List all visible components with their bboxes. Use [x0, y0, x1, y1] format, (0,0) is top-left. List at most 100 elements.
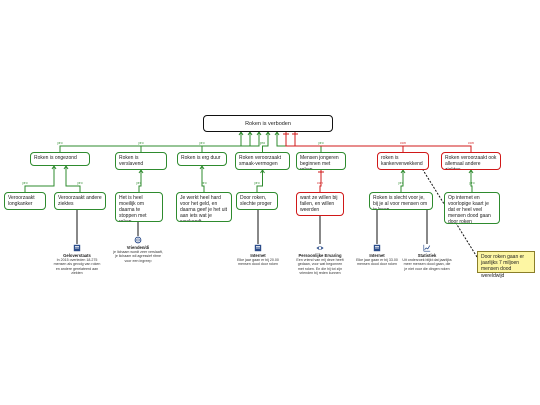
- root-node-claim[interactable]: Roken is verboden: [203, 115, 333, 132]
- argument-node-geld[interactable]: Je werkt heel hard voor het geld, en daa…: [176, 192, 232, 222]
- node-label: Roken is erg duur: [181, 155, 221, 161]
- pro-arrow-n4: [265, 131, 271, 136]
- connector-n6: [285, 132, 404, 152]
- connector-n7: [294, 132, 472, 152]
- source-title: Vrienden/di: [126, 245, 150, 250]
- source-title: Statistiek: [417, 253, 437, 258]
- pro-arrow-n1: [238, 131, 244, 136]
- argument-node-smaak[interactable]: Roken veroorzaakt smaak-vermogen: [235, 152, 290, 170]
- source-vrienden[interactable]: Vrienden/di je lichaam wordt zeer versla…: [113, 236, 163, 263]
- source-text: Uit onderzoek blijkt dat jaarlijks meer …: [402, 258, 452, 271]
- relation-tag: pro: [136, 181, 142, 185]
- pro-arrow-n71: [468, 169, 474, 174]
- connector-n12: [65, 166, 81, 192]
- pro-arrow-n5: [274, 131, 280, 136]
- pro-arrow-n2: [247, 131, 253, 136]
- argument-node-proger[interactable]: Door roken, slechte proger: [236, 192, 278, 210]
- source-text: je lichaam wordt zeer verslaaft, je lich…: [113, 250, 163, 263]
- argument-node-andere-ziektes[interactable]: Veroorzaakt andere ziektes: [54, 192, 106, 210]
- source-text: Elke jaar gaan er bij 33.00 mensen dood …: [356, 258, 398, 267]
- node-label: Roken is verslavend: [119, 155, 144, 167]
- relation-tag: pro: [398, 181, 404, 185]
- node-label: Roken is ongezond: [34, 155, 77, 161]
- node-label: Veroorzaakt andere ziektes: [58, 195, 102, 207]
- source-geloverstaats[interactable]: Geloverstaats In 2015 overleden 18.275 m…: [52, 244, 102, 276]
- source-persoonlijke-ervaring[interactable]: Persoonlijke Ervaring Een vriend van mij…: [295, 244, 345, 276]
- relation-tag: pro: [57, 141, 63, 145]
- source-statistiek[interactable]: Statistiek Uit onderzoek blijkt dat jaar…: [402, 244, 452, 271]
- relation-tag: con: [468, 141, 474, 145]
- relation-tag: con: [400, 141, 406, 145]
- connector-n51: [319, 170, 322, 192]
- connector-n3: [201, 132, 260, 152]
- source-title: Internet: [250, 253, 266, 258]
- connector-n4: [262, 132, 269, 152]
- pro-arrow-n31: [199, 165, 205, 170]
- connector-n61: [400, 170, 404, 192]
- note-text: Door roken gaan er jaarlijks 7 miljoen m…: [481, 254, 525, 279]
- source-text: Elke jaar gaan er bij 20.00 mensen dood …: [237, 258, 279, 267]
- relation-tag: pro: [259, 141, 266, 145]
- argument-node-longkanker[interactable]: Veroorzaakt longkanker: [4, 192, 46, 210]
- relation-tag: pro: [201, 181, 207, 185]
- source-title: Persoonlijke Ervaring: [298, 253, 342, 258]
- pro-arrow-n3: [256, 131, 262, 136]
- pro-arrow-n11: [51, 165, 57, 170]
- argument-node-mensen-om-je-heen[interactable]: Roken is slecht voor je, bij je al voor …: [369, 192, 433, 210]
- eye-icon: [316, 246, 324, 250]
- node-label: Door roken, slechte proger: [240, 195, 272, 207]
- argument-node-stoppen[interactable]: Het is heel moeilijk om daarna te stoppe…: [115, 192, 163, 222]
- relation-tag: pro: [199, 141, 205, 145]
- sticky-note[interactable]: Door roken gaan er jaarlijks 7 miljoen m…: [477, 251, 535, 279]
- book-icon: [373, 244, 381, 252]
- source-internet-2[interactable]: Internet Elke jaar gaan er bij 33.00 men…: [352, 244, 402, 267]
- pro-arrow-n61: [400, 169, 406, 174]
- node-label: Op internet en voorlopige kaart je dat e…: [448, 195, 491, 224]
- node-label: Je werkt heel hard voor het geld, en daa…: [180, 195, 227, 222]
- argument-node-internet-dood[interactable]: Op internet en voorlopige kaart je dat e…: [444, 192, 500, 224]
- book-icon: [73, 244, 81, 252]
- root-label: Roken is verboden: [245, 120, 291, 127]
- book-icon: [254, 244, 262, 252]
- argument-node-jongeren[interactable]: Mensen jongeren beginnen met roken: [296, 152, 346, 170]
- relation-tag: pro: [138, 141, 144, 145]
- relation-tag: pro: [469, 181, 475, 185]
- connector-n2: [140, 132, 251, 152]
- chart-icon: [423, 244, 431, 252]
- node-label: roken is kankerverwekkend: [381, 155, 423, 167]
- source-title: Geloverstaats: [63, 253, 91, 258]
- node-label: Mensen jongeren beginnen met roken: [300, 155, 339, 170]
- pro-arrow-n41: [260, 169, 265, 174]
- relation-tag: pro: [22, 181, 28, 185]
- relation-tag: pro: [254, 181, 260, 185]
- connector-n41: [256, 170, 263, 192]
- pro-arrow-n12: [63, 165, 69, 170]
- argument-node-ongezond[interactable]: Roken is ongezond: [30, 152, 90, 166]
- argument-node-verslavend[interactable]: Roken is verslavend: [115, 152, 167, 170]
- brain-icon: [134, 236, 142, 244]
- relation-tag: con: [317, 181, 323, 185]
- note-connector: [422, 169, 478, 258]
- node-label: Roken veroorzaakt ook allemaal andere zi…: [445, 155, 497, 170]
- connector-n31: [201, 166, 205, 192]
- node-label: Roken is slecht voor je, bij je al voor …: [373, 195, 428, 210]
- connector-n21: [138, 170, 142, 192]
- relation-tag: pro: [77, 181, 83, 185]
- objection-node-kanker[interactable]: roken is kankerverwekkend: [377, 152, 429, 170]
- node-label: Roken veroorzaakt smaak-vermogen: [239, 155, 281, 167]
- objection-node-failen[interactable]: want ze willen bij failen, en willen wee…: [296, 192, 344, 216]
- connector-n1: [59, 132, 242, 152]
- source-text: Een vriend van mij deze heeft gedaan, vo…: [296, 258, 344, 276]
- source-title: Internet: [369, 253, 385, 258]
- connector-n71: [470, 170, 473, 192]
- source-internet-1[interactable]: Internet Elke jaar gaan er bij 20.00 men…: [233, 244, 283, 267]
- pro-arrow-n21: [138, 169, 144, 174]
- node-label: want ze willen bij failen, en willen wee…: [300, 195, 338, 213]
- node-label: Veroorzaakt longkanker: [8, 195, 35, 207]
- objection-node-ziektes[interactable]: Roken veroorzaakt ook allemaal andere zi…: [441, 152, 501, 170]
- node-label: Het is heel moeilijk om daarna te stoppe…: [119, 195, 147, 222]
- argument-node-duur[interactable]: Roken is erg duur: [177, 152, 227, 166]
- relation-tag: pro: [318, 141, 324, 145]
